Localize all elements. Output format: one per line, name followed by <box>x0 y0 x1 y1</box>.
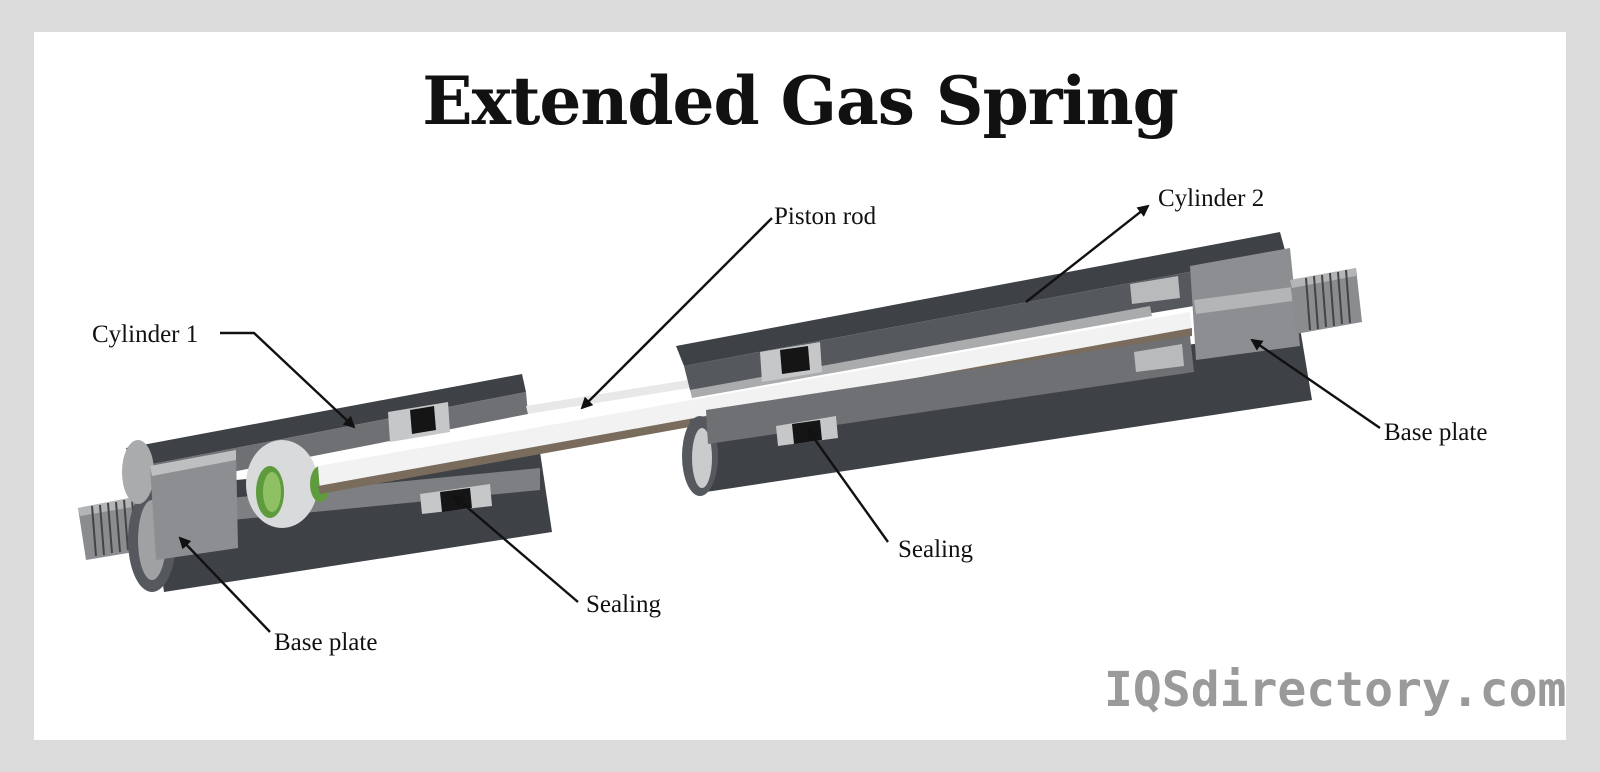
right-threaded-stud <box>1290 268 1362 334</box>
sealing-right-arrow <box>806 428 889 543</box>
cylinder-1 <box>122 374 552 592</box>
sealing-left-arrow <box>452 494 579 603</box>
cylinder-2-arrow <box>1025 204 1150 303</box>
sealing-right-label: Sealing <box>898 536 973 563</box>
watermark: IQSdirectory.com <box>1104 662 1566 718</box>
base-plate-right-label: Base plate <box>1384 419 1487 446</box>
cylinder-1-arrow <box>220 331 356 429</box>
base-plate-right-arrow <box>1250 338 1381 429</box>
cylinder-1-label: Cylinder 1 <box>92 321 198 348</box>
base-plate-left-label: Base plate <box>274 629 377 656</box>
piston-rod-arrow <box>580 217 773 410</box>
piston-rod-label: Piston rod <box>774 203 877 230</box>
diagram-title: Extended Gas Spring <box>422 62 1178 140</box>
sealing-left-label: Sealing <box>586 591 661 618</box>
cylinder-2 <box>676 232 1312 496</box>
cylinder-2-label: Cylinder 2 <box>1158 185 1264 212</box>
base-plate-left-arrow <box>178 536 271 633</box>
